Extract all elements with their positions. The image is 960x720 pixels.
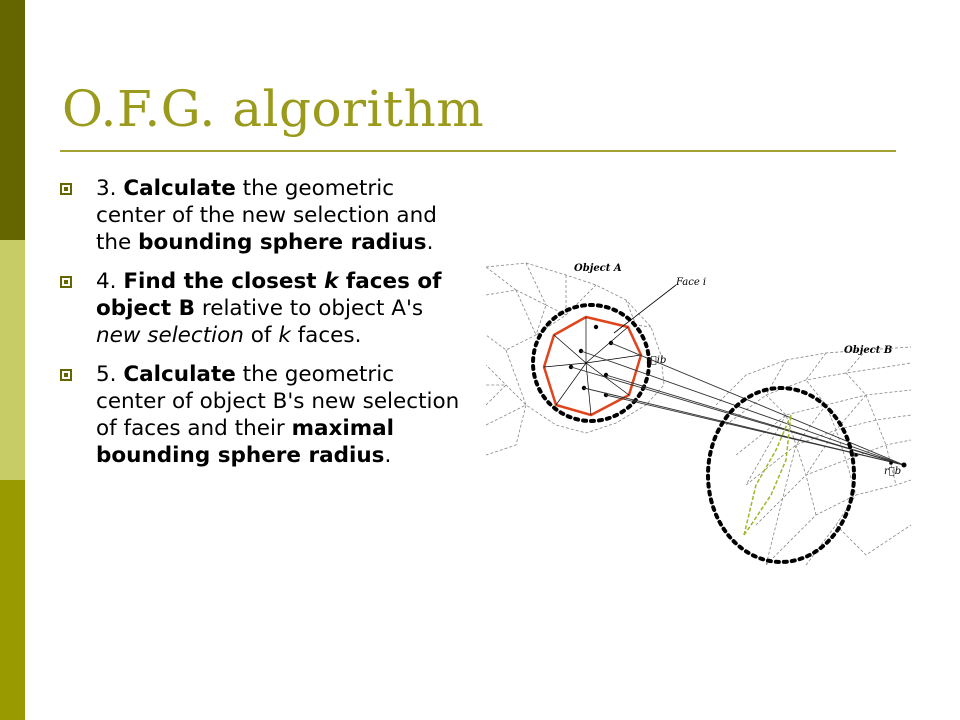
square-bullet-icon xyxy=(60,276,72,288)
decorative-side-bar xyxy=(0,0,25,720)
bullet-text: 3. Calculate the geometric center of the… xyxy=(96,175,468,256)
bullet-text-run: Calculate xyxy=(123,176,236,201)
object-b-bounding-circle xyxy=(706,386,856,564)
bullet-text-run: k xyxy=(278,323,291,348)
object-b-selection xyxy=(743,414,792,536)
bullet-text: 5. Calculate the geometric center of obj… xyxy=(96,361,468,469)
object-a-bounding-circle xyxy=(531,303,651,423)
object-a-mesh xyxy=(485,262,665,456)
face-center-dots xyxy=(568,324,614,398)
bullet-text-run: the geometric center of the new selectio… xyxy=(96,176,437,255)
bullet-text-run: 3. xyxy=(96,176,124,201)
r-ib-label: r⃗ib xyxy=(646,355,667,366)
bullet-text-run: faces of object B xyxy=(96,269,442,321)
ofg-diagram-svg xyxy=(485,262,912,566)
object-a-label: Object A xyxy=(574,263,622,274)
object-b-face-dots xyxy=(854,453,893,465)
bullet-text-run: Calculate xyxy=(123,362,236,387)
square-bullet-icon xyxy=(60,369,72,381)
bullet-item-3: 5. Calculate the geometric center of obj… xyxy=(58,361,468,469)
bullet-text-run: 5. xyxy=(96,362,124,387)
face-i-leader xyxy=(613,284,677,334)
bullet-text-run: . xyxy=(426,230,434,255)
slide-title: O.F.G. algorithm xyxy=(62,80,485,138)
title-underline xyxy=(60,150,896,152)
bullet-text-run: . xyxy=(384,443,392,468)
object-b-label: Object B xyxy=(844,345,893,356)
side-bar-mid-segment xyxy=(0,480,25,720)
bullet-text: 4. Find the closest k faces of object B … xyxy=(96,268,468,349)
bullet-text-run: the geometric center of object B's new s… xyxy=(96,362,460,441)
target-point xyxy=(901,462,907,468)
ofg-diagram: Object A Object B Face i r⃗ib r⃗b xyxy=(485,255,914,570)
bullet-text-run: Find the closest xyxy=(123,269,325,294)
r-b-label: r⃗b xyxy=(884,466,902,477)
bullet-text-run: new selection xyxy=(96,323,244,348)
object-b-mesh xyxy=(715,346,912,566)
bullet-text-run: faces. xyxy=(290,323,362,348)
object-a-selection-polygon xyxy=(542,315,643,417)
bullet-text-run: 4. xyxy=(96,269,124,294)
bullet-text-run: k xyxy=(324,269,339,294)
bullet-list: 3. Calculate the geometric center of the… xyxy=(58,175,468,481)
bullet-text-run: of xyxy=(243,323,279,348)
bullet-item-2: 4. Find the closest k faces of object B … xyxy=(58,268,468,349)
bullet-text-run: relative to object A's xyxy=(195,296,424,321)
square-bullet-icon xyxy=(60,183,72,195)
bullet-text-run: maximal bounding sphere radius xyxy=(96,416,395,468)
bullet-text-run: bounding sphere radius xyxy=(138,230,427,255)
face-i-label: Face i xyxy=(676,277,707,288)
side-bar-dark-segment xyxy=(0,0,25,240)
bullet-item-1: 3. Calculate the geometric center of the… xyxy=(58,175,468,256)
side-bar-light-segment xyxy=(0,240,25,480)
